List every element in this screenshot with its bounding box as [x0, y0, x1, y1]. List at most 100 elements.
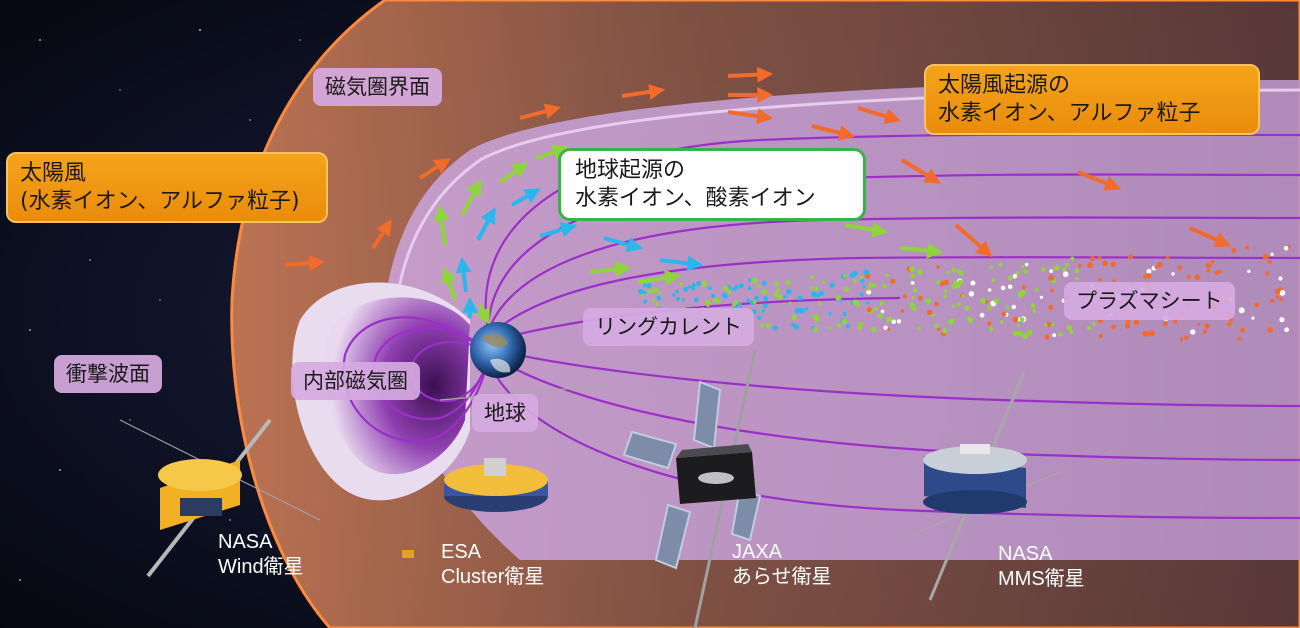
plasma-particle [909, 302, 915, 308]
plasma-particle [655, 302, 660, 306]
plasma-particle [1069, 329, 1074, 334]
plasma-particle [1206, 268, 1210, 273]
plasma-particle [1011, 304, 1016, 310]
plasma-particle [1279, 317, 1285, 323]
plasma-particle [1075, 276, 1080, 281]
plasma-particle [732, 302, 736, 307]
cluster-caption: ESA Cluster衛星 [441, 540, 544, 590]
plasma-particle [1125, 323, 1131, 329]
plasma-particle [931, 314, 935, 318]
plasma-particle [1279, 290, 1286, 296]
plasma-sheet-label: プラズマシート [1064, 282, 1235, 321]
plasma-particle [1015, 270, 1020, 275]
plasma-particle [1074, 268, 1080, 274]
plasma-particle [866, 289, 872, 295]
plasma-particle [794, 307, 801, 314]
plasma-particle [785, 280, 791, 286]
plasma-particle [691, 286, 696, 291]
plasma-particle [852, 278, 857, 284]
plasma-particle [1251, 316, 1255, 320]
plasma-particle [773, 292, 779, 298]
plasma-particle [1097, 255, 1102, 260]
plasma-particle [761, 280, 767, 286]
plasma-particle [797, 295, 803, 301]
plasma-particle [1020, 264, 1025, 269]
plasma-particle [681, 298, 685, 302]
plasma-particle [1005, 305, 1010, 310]
plasma-particle [880, 309, 885, 314]
plasma-particle [1090, 256, 1096, 262]
plasma-particle [1218, 270, 1223, 274]
plasma-particle [1270, 252, 1274, 256]
plasma-particle [701, 280, 708, 287]
plasma-particle [1052, 333, 1057, 338]
plasma-particle [687, 285, 692, 289]
plasma-particle [890, 278, 896, 284]
plasma-particle [704, 299, 711, 306]
plasma-particle [986, 321, 992, 326]
plasma-particle [785, 289, 792, 295]
magnetopause-text: 磁気圏界面 [325, 75, 430, 99]
plasma-particle [1190, 329, 1196, 335]
plasma-particle [1027, 329, 1033, 336]
plasma-particle [859, 321, 863, 326]
plasma-particle [752, 300, 757, 304]
plasma-particle [989, 265, 993, 270]
plasma-particle [936, 280, 941, 285]
plasma-particle [815, 317, 820, 322]
plasma-particle [941, 328, 948, 334]
plasma-particle [1111, 324, 1116, 330]
plasma-particle [678, 281, 683, 286]
plasma-particle [1205, 262, 1212, 269]
plasma-particle [1142, 274, 1148, 279]
plasma-particle [877, 313, 883, 319]
plasma-particle [777, 294, 783, 300]
plasma-particle [818, 301, 822, 306]
solar-origin-line2: 水素イオン、アルファ粒子 [938, 100, 1201, 126]
plasma-particle [1049, 269, 1054, 273]
solar-wind-line1: 太陽風 [20, 161, 87, 186]
plasma-particle [1034, 288, 1039, 292]
plasma-particle [788, 301, 792, 305]
plasma-particle [988, 326, 994, 332]
plasma-particle [1267, 259, 1272, 264]
plasma-particle [1048, 304, 1054, 310]
plasma-particle [998, 262, 1003, 267]
plasma-particle [1012, 316, 1019, 323]
plasma-particle [1041, 267, 1046, 272]
plasma-particle [713, 297, 719, 303]
plasma-particle [828, 312, 832, 316]
plasma-particle [862, 284, 866, 288]
plasma-particle [805, 307, 809, 311]
cluster-name: Cluster衛星 [441, 566, 545, 588]
plasma-particle [859, 292, 864, 297]
plasma-particle [1275, 295, 1280, 299]
plasma-particle [656, 295, 661, 301]
plasma-particle [1197, 322, 1201, 327]
plasma-particle [959, 271, 964, 276]
plasma-particle [860, 278, 865, 284]
plasma-particle [706, 303, 710, 307]
plasma-particle [1102, 260, 1108, 267]
plasma-particle [748, 278, 752, 282]
plasma-particle [961, 294, 965, 298]
magnetopause-label: 磁気圏界面 [313, 68, 442, 107]
arase-name: あらせ衛星 [732, 566, 832, 588]
plasma-particle [1165, 255, 1170, 260]
plasma-particle [809, 285, 814, 290]
plasma-particle [1000, 285, 1006, 291]
plasma-particle [1202, 329, 1208, 334]
plasma-particle [865, 301, 870, 305]
earth-label: 地球 [472, 394, 538, 433]
plasma-particle [1046, 321, 1051, 327]
plasma-particle [910, 281, 915, 285]
plasma-particle [902, 294, 907, 299]
plasma-particle [857, 325, 863, 331]
plasma-particle [1030, 303, 1036, 308]
plasma-particle [643, 290, 647, 295]
plasma-particle [1238, 307, 1245, 314]
plasma-particle [1279, 297, 1283, 302]
plasma-particle [852, 299, 859, 306]
plasma-particle [811, 291, 817, 298]
plasma-particle [1065, 262, 1070, 267]
